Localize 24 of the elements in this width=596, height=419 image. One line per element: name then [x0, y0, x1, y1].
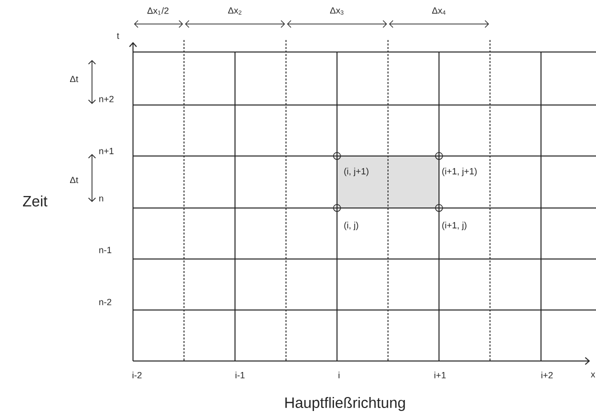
dimension-label: Δx$_{4}$ [432, 7, 446, 15]
dimension-label: Δx$_{2}$ [228, 7, 242, 15]
dimension-label: Δx$_{1}$/2 [147, 7, 168, 15]
axis-label: t [116, 33, 120, 39]
row-label: n+2 [99, 96, 114, 102]
point-label: (i+1, j) [442, 222, 466, 230]
point-label: (i, j+1) [344, 168, 368, 176]
row-label: n [99, 196, 104, 202]
row-label: n+1 [99, 148, 114, 154]
point-label: (i, j) [344, 222, 358, 230]
dimension-label: Δt [70, 176, 78, 184]
column-label: i [338, 372, 340, 378]
axis-label: x [590, 372, 596, 378]
axis-title: Zeit [22, 195, 48, 206]
row-label: n-1 [99, 246, 112, 254]
column-label: i+1 [434, 372, 446, 378]
column-label: i+2 [541, 372, 553, 378]
row-label: n-2 [99, 298, 112, 306]
column-label: i-1 [236, 372, 245, 378]
point-label: (i+1, j+1) [442, 168, 477, 176]
dimension-label: Δx$_{3}$ [330, 7, 344, 15]
axis-title: Hauptfließrichtung [285, 397, 405, 411]
column-label: i-2 [132, 372, 142, 378]
dimension-label: Δt [70, 76, 78, 82]
